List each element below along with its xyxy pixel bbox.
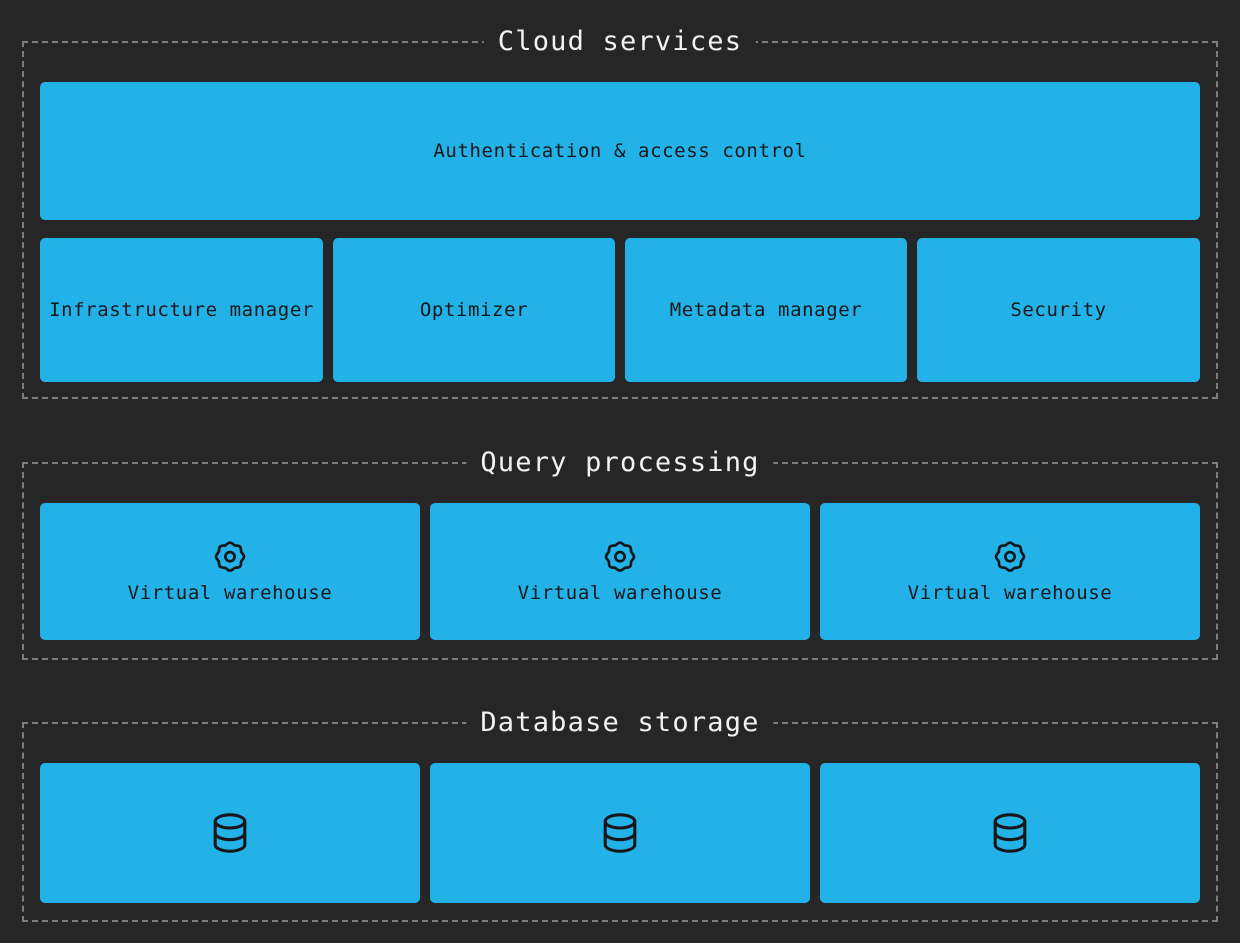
group-cloud-services: Cloud services	[22, 27, 1218, 399]
node-database-storage-3[interactable]	[820, 763, 1200, 903]
database-icon	[986, 809, 1034, 857]
node-database-storage-2[interactable]	[430, 763, 810, 903]
node-label: Virtual warehouse	[517, 581, 723, 604]
node-label: Optimizer	[419, 299, 529, 321]
database-icon	[596, 809, 644, 857]
group-title-query-processing: Query processing	[466, 448, 774, 478]
group-title-database-storage: Database storage	[466, 708, 774, 738]
node-label: Security	[1010, 299, 1107, 321]
group-database-storage: Database storage	[22, 708, 1218, 922]
database-icon	[206, 809, 254, 857]
node-metadata-manager[interactable]: Metadata manager	[625, 238, 907, 382]
node-virtual-warehouse-2[interactable]: Virtual warehouse	[430, 503, 810, 640]
gear-icon	[603, 539, 637, 573]
gear-icon	[213, 539, 247, 573]
node-security[interactable]: Security	[917, 238, 1200, 382]
group-title-cloud-services: Cloud services	[483, 27, 757, 57]
node-virtual-warehouse-1[interactable]: Virtual warehouse	[40, 503, 420, 640]
node-virtual-warehouse-3[interactable]: Virtual warehouse	[820, 503, 1200, 640]
node-label: Infrastructure manager	[49, 299, 314, 321]
node-label: Virtual warehouse	[907, 581, 1113, 604]
node-label: Virtual warehouse	[127, 581, 333, 604]
gear-icon	[993, 539, 1027, 573]
node-label: Metadata manager	[669, 299, 863, 321]
node-authentication-access-control[interactable]: Authentication & access control	[40, 82, 1200, 220]
node-infrastructure-manager[interactable]: Infrastructure manager	[40, 238, 323, 382]
node-database-storage-1[interactable]	[40, 763, 420, 903]
node-label: Authentication & access control	[433, 140, 807, 162]
group-query-processing: Query processing	[22, 448, 1218, 660]
node-optimizer[interactable]: Optimizer	[333, 238, 615, 382]
